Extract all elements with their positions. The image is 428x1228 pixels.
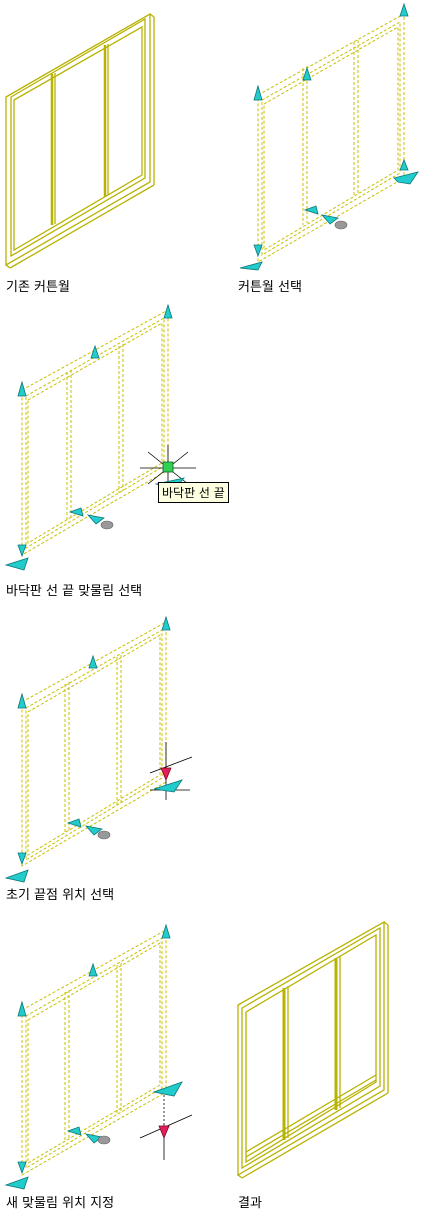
grip-top-right-icon [161, 923, 171, 939]
grip-arrow-icon [66, 1126, 82, 1136]
grip-top-right-icon [163, 303, 173, 319]
caption-existing: 기존 커튼월 [6, 280, 70, 295]
grip-right-icon [399, 158, 409, 171]
grip-arrow-icon [66, 818, 82, 828]
grip-floor-icon [86, 514, 105, 525]
grip-left-icon [17, 544, 27, 558]
gizmo-icon [100, 520, 114, 530]
grip-top-left-icon [17, 380, 27, 397]
grip-left-icon [17, 1161, 27, 1175]
grip-arrow-icon [68, 507, 84, 517]
grip-top-right-icon [399, 2, 409, 17]
grip-bottom-right-icon [152, 1081, 183, 1097]
grip-left-icon [17, 852, 27, 866]
gizmo-icon [97, 830, 111, 840]
grip-bottom-left-icon [4, 1176, 29, 1190]
grip-bottom-right-icon [153, 779, 183, 793]
caption-result: 결과 [238, 1196, 262, 1211]
grip-mid-top-icon [88, 962, 98, 977]
grip-mid-top-icon [302, 66, 312, 81]
grip-floor-icon [320, 214, 339, 225]
grip-top-left-icon [17, 692, 27, 709]
grip-bottom-left-icon [4, 557, 29, 571]
grip-bottom-right-icon [393, 171, 419, 185]
grip-left-icon [253, 244, 263, 258]
grip-mid-top-icon [90, 344, 100, 359]
tooltip-floor-line-end: 바닥판 선 끝 [158, 482, 229, 503]
selected-grip-icon [162, 461, 174, 473]
grip-floor-icon [84, 825, 103, 836]
grip-top-left-icon [17, 1000, 27, 1017]
gizmo-icon [97, 1135, 111, 1145]
caption-select-curtain-wall: 커튼월 선택 [238, 280, 302, 295]
caption-select-floor-line-end: 바닥판 선 끝 맞물림 선택 [6, 584, 143, 599]
new-location-marker-icon [158, 1125, 170, 1140]
gizmo-icon [334, 220, 348, 230]
grip-top-left-icon [253, 84, 263, 101]
caption-specify-new-location: 새 맞물림 위치 지정 [6, 1196, 115, 1211]
grip-mid-top-icon [88, 654, 98, 669]
caption-select-start-point: 초기 끝점 위치 선택 [6, 888, 115, 903]
grip-bottom-left-icon [4, 869, 29, 883]
grip-arrow-icon [303, 205, 319, 215]
start-point-marker-icon [160, 767, 172, 782]
grip-top-right-icon [161, 615, 171, 631]
grip-bottom-left-icon [239, 261, 263, 271]
